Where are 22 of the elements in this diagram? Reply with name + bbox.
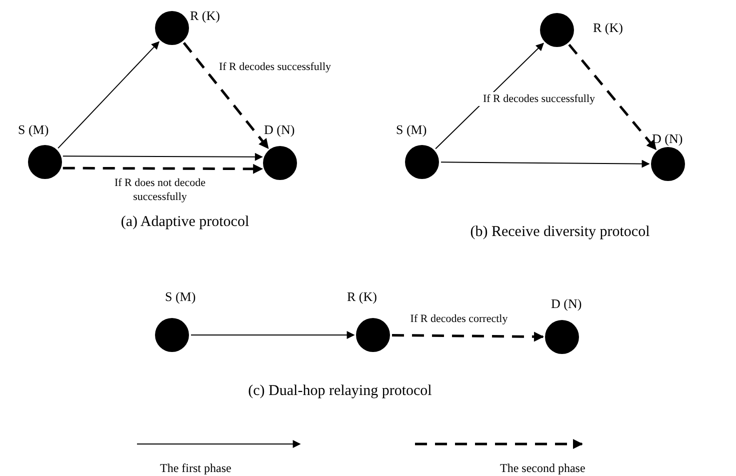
node-label: D (N) — [264, 122, 295, 138]
caption: (c) Dual-hop relaying protocol — [247, 382, 433, 401]
arrow — [58, 41, 160, 149]
arrow — [440, 160, 650, 168]
dashed-arrow — [62, 164, 264, 174]
node-label: S (M) — [396, 122, 427, 138]
node-label: S (M) — [165, 289, 196, 305]
caption: (b) Receive diversity protocol — [469, 223, 651, 242]
node-label: S (M) — [18, 122, 49, 138]
arrow — [190, 331, 355, 339]
dashed-arrow — [568, 44, 657, 150]
dashed-arrow — [182, 42, 270, 149]
legend-text: The second phase — [500, 460, 586, 476]
arrow — [62, 152, 263, 161]
node-label: R (K) — [593, 20, 623, 36]
node-label: R (K) — [347, 289, 377, 305]
node-label: R (K) — [190, 8, 220, 24]
node-label: D (N) — [551, 296, 582, 312]
legend-text: The first phase — [160, 460, 232, 476]
dashed-arrow — [392, 332, 544, 342]
caption: (a) Adaptive protocol — [120, 213, 250, 232]
arrow — [435, 42, 544, 150]
